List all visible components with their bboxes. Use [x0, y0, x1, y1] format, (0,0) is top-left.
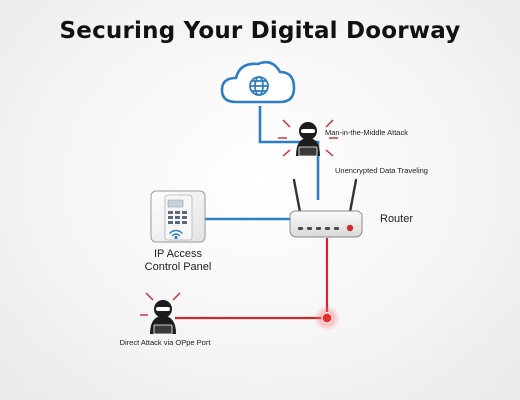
mitm-attack-group [278, 119, 338, 157]
router-status-leds [298, 227, 339, 230]
direct-attack-group [140, 292, 181, 335]
router-icon [289, 178, 363, 238]
keypad [168, 211, 187, 224]
mitm-label: Man-in-the-Middle Attack [325, 128, 408, 137]
access-panel-icon [150, 190, 206, 243]
diagram-title: Securing Your Digital Doorway [59, 18, 461, 44]
globe-icon [249, 76, 269, 96]
panel-label-line2: Control Panel [145, 261, 212, 273]
open-port-icon [314, 305, 340, 331]
hacker-icon [296, 122, 320, 157]
direct-attack-label: Direct Attack via OPpe Port [120, 338, 212, 347]
wifi-icon [169, 229, 183, 240]
unencrypted-data-label: Unencrypted Data Traveling [335, 166, 428, 175]
router-label: Router [380, 213, 413, 225]
panel-label-line1: IP Access [154, 248, 203, 260]
secure-connections [205, 106, 320, 221]
cloud-to-router-line [258, 106, 320, 200]
router-alert-light [346, 224, 354, 232]
attack-connections [175, 238, 329, 320]
danger-rays [140, 292, 181, 316]
cloud-icon [220, 60, 296, 104]
hacker-icon [150, 300, 176, 335]
danger-rays [278, 119, 338, 157]
